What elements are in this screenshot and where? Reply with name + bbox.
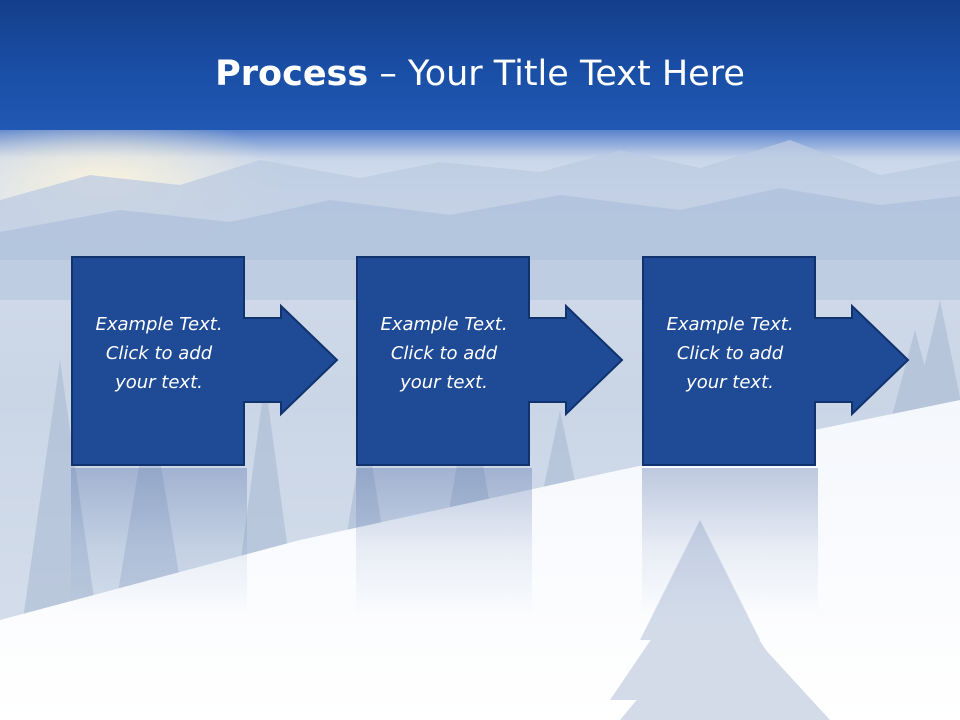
step-reflection	[356, 468, 532, 618]
step-text: Example Text. Click to add your text.	[75, 310, 243, 397]
right-arrow-icon	[642, 256, 910, 466]
step-reflection	[642, 468, 818, 618]
step-text-line: Example Text.	[380, 314, 508, 335]
step-text-line: Example Text.	[666, 314, 794, 335]
step-text: Example Text. Click to add your text.	[646, 310, 814, 397]
step-reflection	[71, 468, 247, 618]
step-text-line: Click to add	[390, 343, 498, 364]
step-text-line: Click to add	[676, 343, 784, 364]
step-text: Example Text. Click to add your text.	[360, 310, 528, 397]
step-text-line: your text.	[400, 372, 488, 393]
title-band	[0, 0, 960, 130]
process-step-3[interactable]: Example Text. Click to add your text.	[642, 256, 912, 618]
title-bold-part: Process	[215, 54, 369, 94]
right-arrow-icon	[356, 256, 624, 466]
step-text-line: your text.	[686, 372, 774, 393]
slide-title[interactable]: Process – Your Title Text Here	[0, 52, 960, 96]
process-step-1[interactable]: Example Text. Click to add your text.	[71, 256, 341, 618]
step-text-line: Example Text.	[95, 314, 223, 335]
title-rest-part: – Your Title Text Here	[368, 54, 745, 94]
process-step-2[interactable]: Example Text. Click to add your text.	[356, 256, 626, 618]
step-text-line: your text.	[115, 372, 203, 393]
step-text-line: Click to add	[105, 343, 213, 364]
right-arrow-icon	[71, 256, 339, 466]
